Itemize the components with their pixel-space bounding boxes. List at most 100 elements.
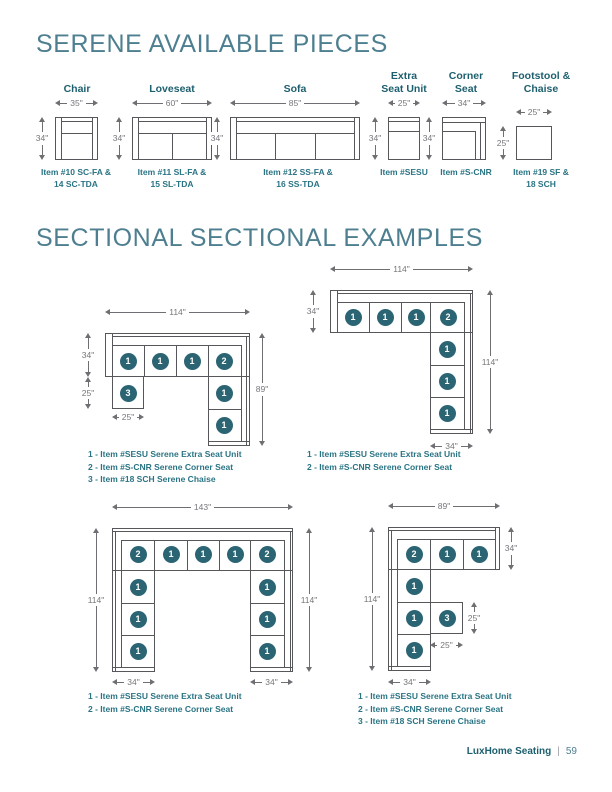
- piece-item-corner: Item #S-CNR: [440, 166, 491, 178]
- dim-label: 114": [300, 593, 318, 607]
- line: [208, 345, 209, 376]
- line: [176, 345, 177, 377]
- line: [172, 133, 173, 160]
- caption-line: 1 - Item #SESU Serene Extra Seat Unit: [88, 691, 242, 701]
- dim-sofa-width: 85": [230, 97, 361, 108]
- dim-arrow: [516, 109, 521, 115]
- piece-header-line: Seat Unit: [381, 83, 427, 95]
- dim-label: 114": [87, 593, 105, 607]
- line: [206, 117, 207, 160]
- dim-arrow: [105, 309, 110, 315]
- dim-line: [413, 102, 416, 104]
- dim-s1-top: 114": [105, 308, 251, 316]
- dim-s1-right: 89": [252, 333, 272, 446]
- dim-line: [60, 102, 68, 104]
- dim-arrow: [369, 666, 375, 671]
- piece-item-chair: Item #10 SC-FA &14 SC-TDA: [41, 166, 111, 190]
- dim-arrow: [93, 667, 99, 672]
- dim-arrow: [116, 117, 122, 122]
- dim-arrow: [487, 290, 493, 295]
- line: [61, 133, 92, 134]
- dim-label: 25": [81, 386, 95, 400]
- dim-line: [255, 681, 263, 683]
- dim-s4-top-right: 34": [501, 527, 521, 570]
- dim-arrow: [442, 100, 447, 106]
- dim-arrow: [259, 333, 265, 338]
- dim-arrow: [500, 155, 506, 160]
- dim-label: 85": [288, 97, 302, 108]
- line: [250, 540, 251, 571]
- line: [219, 540, 220, 571]
- seat-badge: 1: [129, 578, 147, 596]
- line: [208, 409, 241, 410]
- dim-s4-left: 114": [362, 527, 382, 671]
- dim-arrow: [388, 503, 393, 509]
- dim-line: [87, 338, 89, 349]
- dim-line: [280, 681, 289, 683]
- dim-s3-left: 114": [86, 528, 106, 672]
- dim-arrow: [288, 504, 294, 510]
- dim-s1-chaise-bottom: 25": [112, 413, 145, 421]
- line: [430, 429, 473, 430]
- seat-badge: 1: [438, 340, 456, 358]
- dim-arrow: [388, 679, 393, 685]
- caption-line: 2 - Item #S-CNR Serene Corner Seat: [88, 461, 234, 472]
- caption-line: 2 - Item #S-CNR Serene Corner Seat: [358, 703, 504, 714]
- dim-arrow: [310, 328, 316, 333]
- line: [250, 667, 293, 668]
- seat-badge: 2: [215, 352, 233, 370]
- seat-badge: 1: [151, 352, 169, 370]
- line: [275, 133, 276, 160]
- line: [250, 635, 284, 636]
- line: [388, 530, 495, 531]
- footer-separator: |: [557, 746, 560, 757]
- dim-label: 34": [35, 132, 49, 145]
- dim-line: [41, 122, 43, 133]
- caption-line: 3 - Item #18 SCH Serene Chaise: [88, 474, 216, 484]
- line: [397, 602, 431, 603]
- seat-badge: 1: [258, 578, 276, 596]
- caption-line: 3 - Item #18 SCH Serene Chaise: [358, 716, 486, 726]
- seat-badge: 1: [438, 372, 456, 390]
- dim-label: 114": [393, 263, 410, 274]
- dim-label: 25": [527, 106, 541, 117]
- dim-line: [95, 533, 97, 594]
- dim-label: 34": [403, 676, 416, 687]
- dim-label: 60": [165, 97, 179, 108]
- dim-arrow: [259, 441, 265, 446]
- line: [236, 121, 354, 122]
- dim-line: [473, 624, 475, 629]
- seat-badge: 1: [405, 577, 423, 595]
- line: [401, 302, 402, 333]
- piece-item-extra: Item #SESU: [380, 166, 428, 178]
- line: [315, 133, 316, 160]
- extra-seat-outline: [388, 117, 420, 160]
- dim-arrow: [487, 429, 493, 434]
- dim-label: 89": [437, 500, 451, 511]
- piece-header-line: Loveseat: [149, 83, 195, 95]
- dim-arrow: [471, 629, 477, 634]
- dim-label: 89": [255, 383, 269, 396]
- dim-extra-width: 25": [388, 99, 421, 107]
- dim-label: 34": [504, 542, 518, 555]
- dim-line: [41, 144, 43, 155]
- dim-arrow: [547, 109, 553, 115]
- dim-line: [510, 554, 512, 565]
- caption-line: 2 - Item #S-CNR Serene Corner Seat: [88, 703, 234, 714]
- dim-line: [473, 102, 482, 104]
- dim-line: [312, 317, 314, 328]
- dim-line: [435, 644, 438, 646]
- dim-line: [261, 395, 263, 441]
- dim-s3-right: 114": [299, 528, 319, 672]
- seat-badge: 1: [407, 308, 425, 326]
- dim-arrow: [214, 155, 220, 160]
- line: [246, 336, 247, 446]
- dim-arrow: [306, 667, 312, 672]
- dim-arrow: [55, 100, 60, 106]
- line: [121, 603, 155, 604]
- dim-line: [117, 681, 125, 683]
- dim-line: [312, 295, 314, 306]
- dim-line: [393, 102, 395, 104]
